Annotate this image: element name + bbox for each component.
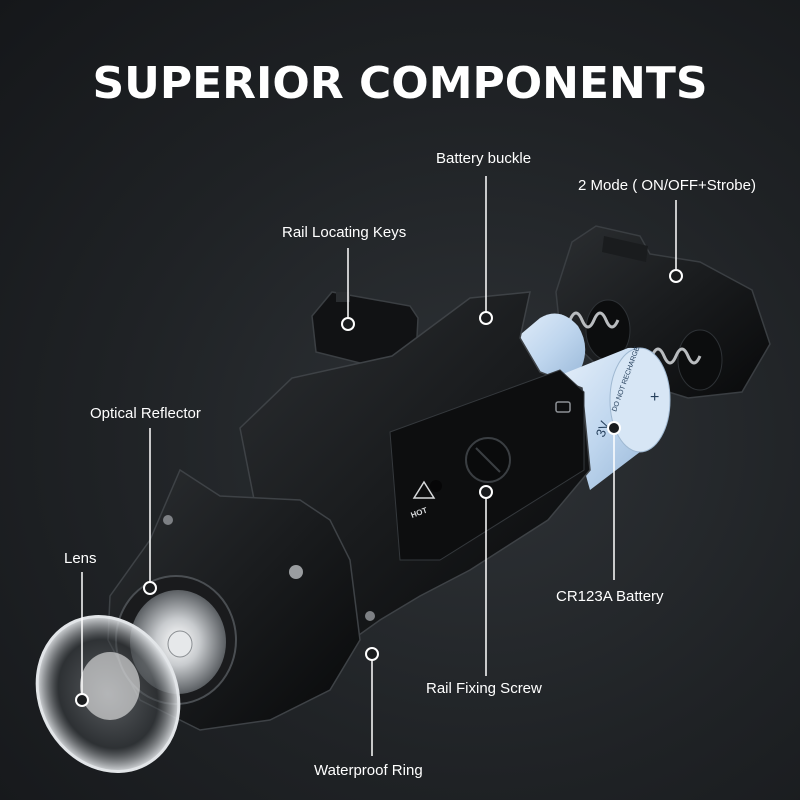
label-battery-buckle: Battery buckle <box>436 150 532 167</box>
callout-markers <box>75 269 683 707</box>
label-rail-fixing-screw: Rail Fixing Screw <box>426 680 542 697</box>
label-rail-locating-keys: Rail Locating Keys <box>282 224 407 241</box>
battery-polarity-text: + <box>650 389 659 406</box>
label-cr123a-battery: CR123A Battery <box>556 588 664 605</box>
label-waterproof-ring: Waterproof Ring <box>314 762 423 779</box>
label-lens: Lens <box>64 550 97 567</box>
callouts <box>81 176 677 756</box>
label-optical-reflector: Optical Reflector <box>90 405 201 422</box>
label-mode: 2 Mode ( ON/OFF+Strobe) <box>578 177 756 194</box>
page-title: SUPERIOR COMPONENTS <box>92 58 708 109</box>
battery-springs <box>568 311 702 365</box>
lens-glass <box>35 614 181 774</box>
battery-voltage-text: 3V <box>593 419 613 439</box>
